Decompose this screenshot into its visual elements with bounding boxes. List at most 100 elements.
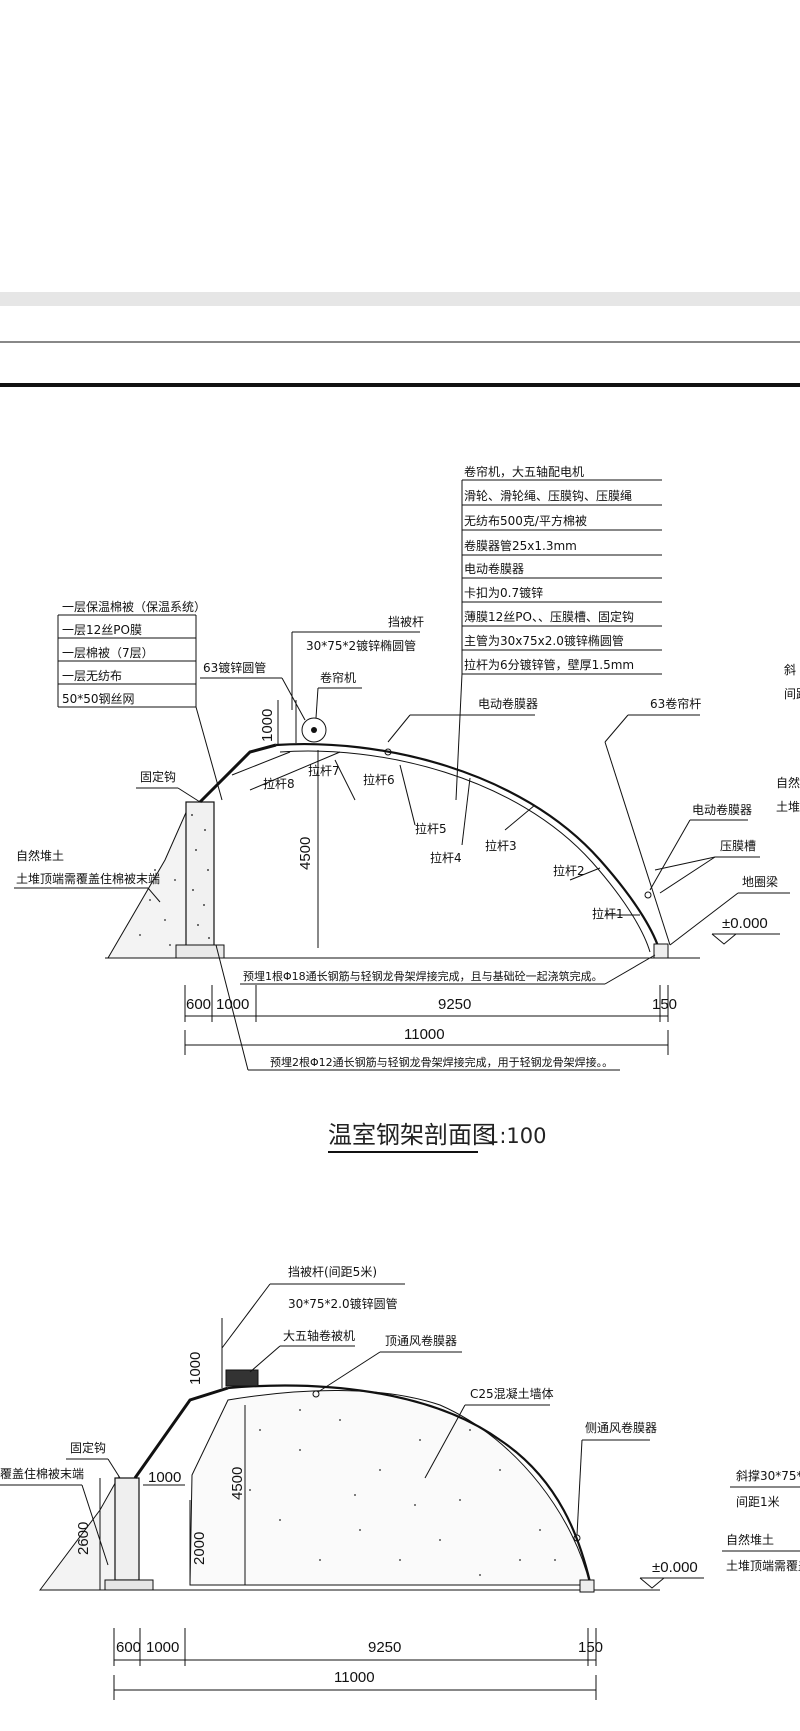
- spec-left-1: 一层12丝PO膜: [62, 623, 142, 637]
- fixed-hook-label-2: 固定钩: [70, 1440, 106, 1455]
- dims-row-1: 600 1000 9250 150 11000: [184, 985, 677, 1055]
- electric-roller-label-1: 电动卷膜器: [478, 696, 538, 711]
- spacing-label: 间距1米: [736, 1495, 780, 1509]
- foundation-column-1: [185, 801, 215, 951]
- soil-dots-1: [139, 869, 176, 946]
- main-arch-2: [227, 1384, 592, 1583]
- level-triangle-icon-2: [639, 1577, 665, 1589]
- footing-1: [175, 944, 225, 959]
- dim-9250-2: 9250: [368, 1639, 401, 1656]
- spec-left-2: 一层棉被（7层）: [62, 646, 154, 660]
- dim-9250-1: 9250: [438, 996, 471, 1013]
- spec-right-0: 卷帘机，大五轴配电机: [464, 464, 584, 479]
- dangbeigan-spec-2: 30*75*2.0镀锌圆管: [288, 1296, 398, 1311]
- note-1: 预埋1根Φ18通长钢筋与轻钢龙骨架焊接完成，且与基础砼一起浇筑完成。: [243, 969, 603, 983]
- tie-rod-7: 拉杆7: [308, 763, 340, 778]
- back-slope-2: [133, 1386, 229, 1479]
- h4500-label-1: 4500: [297, 837, 314, 870]
- dim-150-2: 150: [578, 1639, 603, 1656]
- spec-right-3: 卷膜器管25x1.3mm: [464, 538, 577, 553]
- cover-end-label: 覆盖住棉被末端: [0, 1467, 84, 1481]
- dangbeigan-label-2: 挡被杆(间距5米): [288, 1265, 377, 1279]
- spec-right-1: 滑轮、滑轮绳、压膜钩、压膜绳: [464, 489, 632, 503]
- roller-machine-label: 卷帘机: [320, 670, 356, 685]
- spec-box-right: 卷帘机，大五轴配电机 滑轮、滑轮绳、压膜钩、压膜绳 无纺布500克/平方棉被 卷…: [455, 464, 662, 801]
- edge-label-2: 间距: [784, 687, 800, 701]
- spec-right-7: 主管为30x75x2.0镀锌椭圆管: [464, 633, 624, 648]
- note-2: 预埋2根Φ12通长钢筋与轻钢龙骨架焊接完成，用于轻钢龙骨架焊接。。: [270, 1055, 613, 1069]
- five-axis-roller-label: 大五轴卷被机: [283, 1328, 355, 1343]
- c25-wall-label: C25混凝土墙体: [470, 1386, 554, 1401]
- pressure-groove-label: 压膜槽: [720, 839, 756, 853]
- dim-11000-1: 11000: [404, 1026, 445, 1043]
- concrete-dots: [249, 1409, 556, 1576]
- dim-150-1: 150: [652, 996, 677, 1013]
- concrete-body: [189, 1390, 591, 1586]
- tie-rod-4: 拉杆4: [430, 850, 462, 865]
- top-band: [0, 292, 800, 306]
- footing-2: [104, 1579, 154, 1591]
- ground-beam-block-2: [579, 1579, 595, 1593]
- spec-right-6: 薄膜12丝PO、、压膜槽、固定钩: [464, 609, 634, 624]
- spec-left-4: 50*50钢丝网: [62, 692, 135, 706]
- h1000-label-2: 1000: [187, 1352, 204, 1385]
- spec-right-8: 拉杆为6分镀锌管，壁厚1.5mm: [464, 657, 634, 672]
- edge-label-3: 自然: [776, 775, 800, 790]
- roller-motor-icon: [225, 1369, 259, 1387]
- h4500-label-2: 4500: [229, 1467, 246, 1500]
- tie-rod-2: 拉杆2: [553, 863, 585, 878]
- level-label-2: ±0.000: [652, 1559, 698, 1576]
- natural-soil-label-1: 自然堆土: [16, 848, 64, 863]
- back-slope-1: [198, 743, 277, 804]
- ground-beam-label: 地圈梁: [742, 874, 778, 889]
- tie-rod-5: 拉杆5: [415, 821, 447, 836]
- side-vent-roller-label: 侧通风卷膜器: [585, 1420, 657, 1435]
- edge-label-4: 土堆: [776, 800, 800, 814]
- dim-1000-2: 1000: [146, 1639, 179, 1656]
- dangbeigan-label-1: 挡被杆: [388, 615, 424, 629]
- spec-left-3: 一层无纺布: [62, 669, 122, 683]
- foundation-column-2: [114, 1477, 140, 1581]
- h1000b-label: 1000: [148, 1469, 181, 1486]
- tie-rod-6: 拉杆6: [363, 772, 395, 787]
- dims-row-2: 600 1000 9250 150 11000: [113, 1628, 603, 1700]
- section-title: 温室钢架剖面图: [328, 1121, 496, 1149]
- dim-11000-2: 11000: [334, 1669, 375, 1686]
- spec-right-2: 无纺布500克/平方棉被: [464, 513, 587, 528]
- roller-machine-icon: [301, 717, 327, 743]
- tie-rods-lines: [231, 751, 640, 916]
- dim-600-1: 600: [186, 996, 211, 1013]
- pipe63-label: 63镀锌圆管: [203, 660, 266, 675]
- h2000-label: 2000: [191, 1532, 208, 1565]
- dim-600-2: 600: [116, 1639, 141, 1656]
- soil-cover-label-1: 土堆顶端需覆盖住棉被末端: [16, 872, 160, 886]
- column-dots-1: [191, 814, 210, 939]
- tie-rod-8: 拉杆8: [263, 776, 295, 791]
- roller-pole-63-label: 63卷帘杆: [650, 696, 701, 711]
- inner-arch-1: [279, 750, 651, 953]
- edge-label-1: 斜: [784, 663, 796, 677]
- fixed-hook-label-1: 固定钩: [140, 769, 176, 784]
- level-label-1: ±0.000: [722, 915, 768, 932]
- tie-rod-3: 拉杆3: [485, 838, 517, 853]
- top-vent-roller-label: 顶通风卷膜器: [385, 1333, 457, 1348]
- spec-box-left: 一层保温棉被（保温系统） 一层12丝PO膜 一层棉被（7层） 一层无纺布 50*…: [57, 600, 223, 801]
- dim-1000-1: 1000: [216, 996, 249, 1013]
- natural-soil-label-2: 自然堆土: [726, 1532, 774, 1547]
- spec-right-4: 电动卷膜器: [464, 561, 524, 576]
- diagonal-brace-label: 斜撑30*75*: [736, 1468, 800, 1483]
- level-triangle-icon: [711, 933, 737, 945]
- section-2: 1000 4500 2000 1000 2600 挡被杆(间距5米) 30*75…: [0, 1265, 800, 1700]
- section-scale: 1:100: [486, 1124, 547, 1148]
- spec-right-5: 卡扣为0.7镀锌: [464, 586, 543, 600]
- section-1: 卷帘机，大五轴配电机 滑轮、滑轮绳、压膜钩、压膜绳 无纺布500克/平方棉被 卷…: [14, 464, 800, 1153]
- h1000-label-1: 1000: [259, 709, 276, 742]
- dangbeigan-spec-1: 30*75*2镀锌椭圆管: [306, 638, 416, 653]
- soil-cover-label-2: 土堆顶端需覆盖: [726, 1559, 800, 1573]
- tie-rod-1: 拉杆1: [592, 906, 624, 921]
- ground-beam-block-1: [653, 943, 669, 959]
- spec-left-0: 一层保温棉被（保温系统）: [62, 600, 206, 614]
- main-arch-1: [275, 742, 662, 953]
- h2600-label: 2600: [75, 1522, 92, 1555]
